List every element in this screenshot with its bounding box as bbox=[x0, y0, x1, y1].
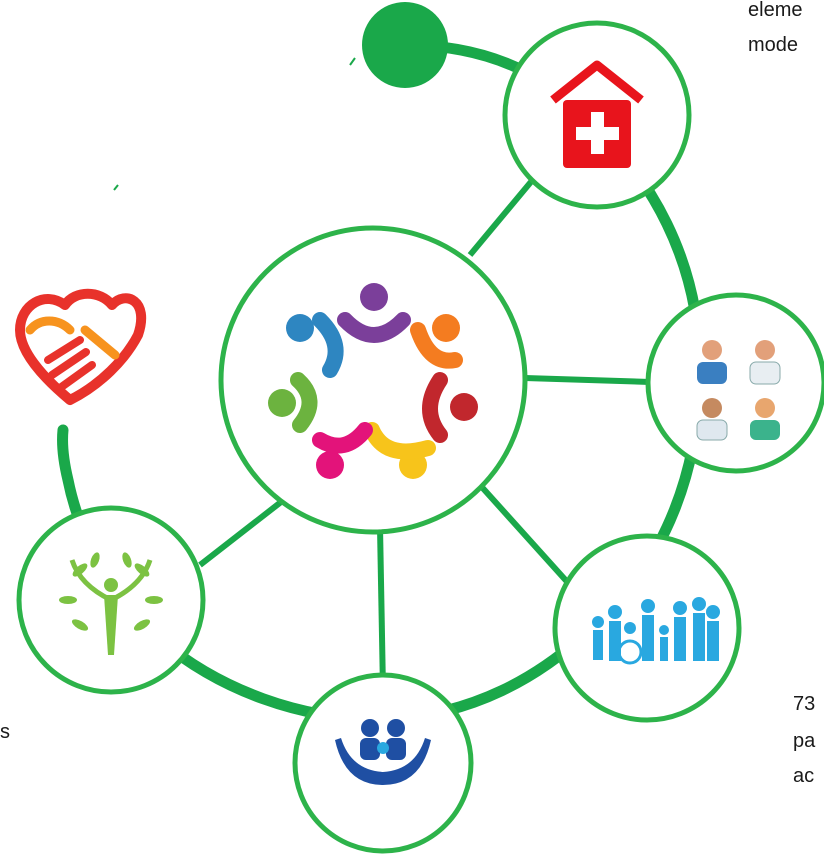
medical-staff-icon bbox=[696, 340, 781, 441]
wellness-tree-person-icon bbox=[59, 552, 163, 655]
text-fragment-left: s bbox=[0, 721, 10, 743]
accent-stroke bbox=[349, 57, 356, 66]
family-group-icon bbox=[592, 597, 720, 665]
spokes bbox=[198, 163, 651, 691]
hospital-icon bbox=[550, 60, 644, 168]
center-node bbox=[218, 225, 528, 535]
text-fragment-top-1: eleme bbox=[748, 0, 803, 21]
spoke-families bbox=[477, 482, 573, 588]
wellness-node bbox=[16, 505, 206, 695]
text-fragment-bottom-1: 73 bbox=[793, 693, 816, 715]
text-fragment-top-2: mode bbox=[748, 34, 799, 56]
start-dot bbox=[362, 2, 448, 88]
spoke-care bbox=[377, 526, 386, 691]
text-fragment-bottom-3: ac bbox=[793, 765, 815, 787]
doctors-node bbox=[645, 292, 824, 474]
spoke-wellness bbox=[198, 492, 292, 568]
families-node bbox=[552, 533, 742, 723]
family-care-hands-icon bbox=[335, 719, 431, 785]
accent-stroke bbox=[113, 184, 119, 191]
text-fragment-bottom-2: pa bbox=[793, 730, 816, 752]
spoke-doctors bbox=[524, 375, 651, 385]
hospital-node bbox=[502, 20, 692, 210]
heart-handshake-icon bbox=[15, 288, 147, 405]
care-node bbox=[292, 672, 474, 854]
community-circle-icon bbox=[268, 283, 478, 479]
